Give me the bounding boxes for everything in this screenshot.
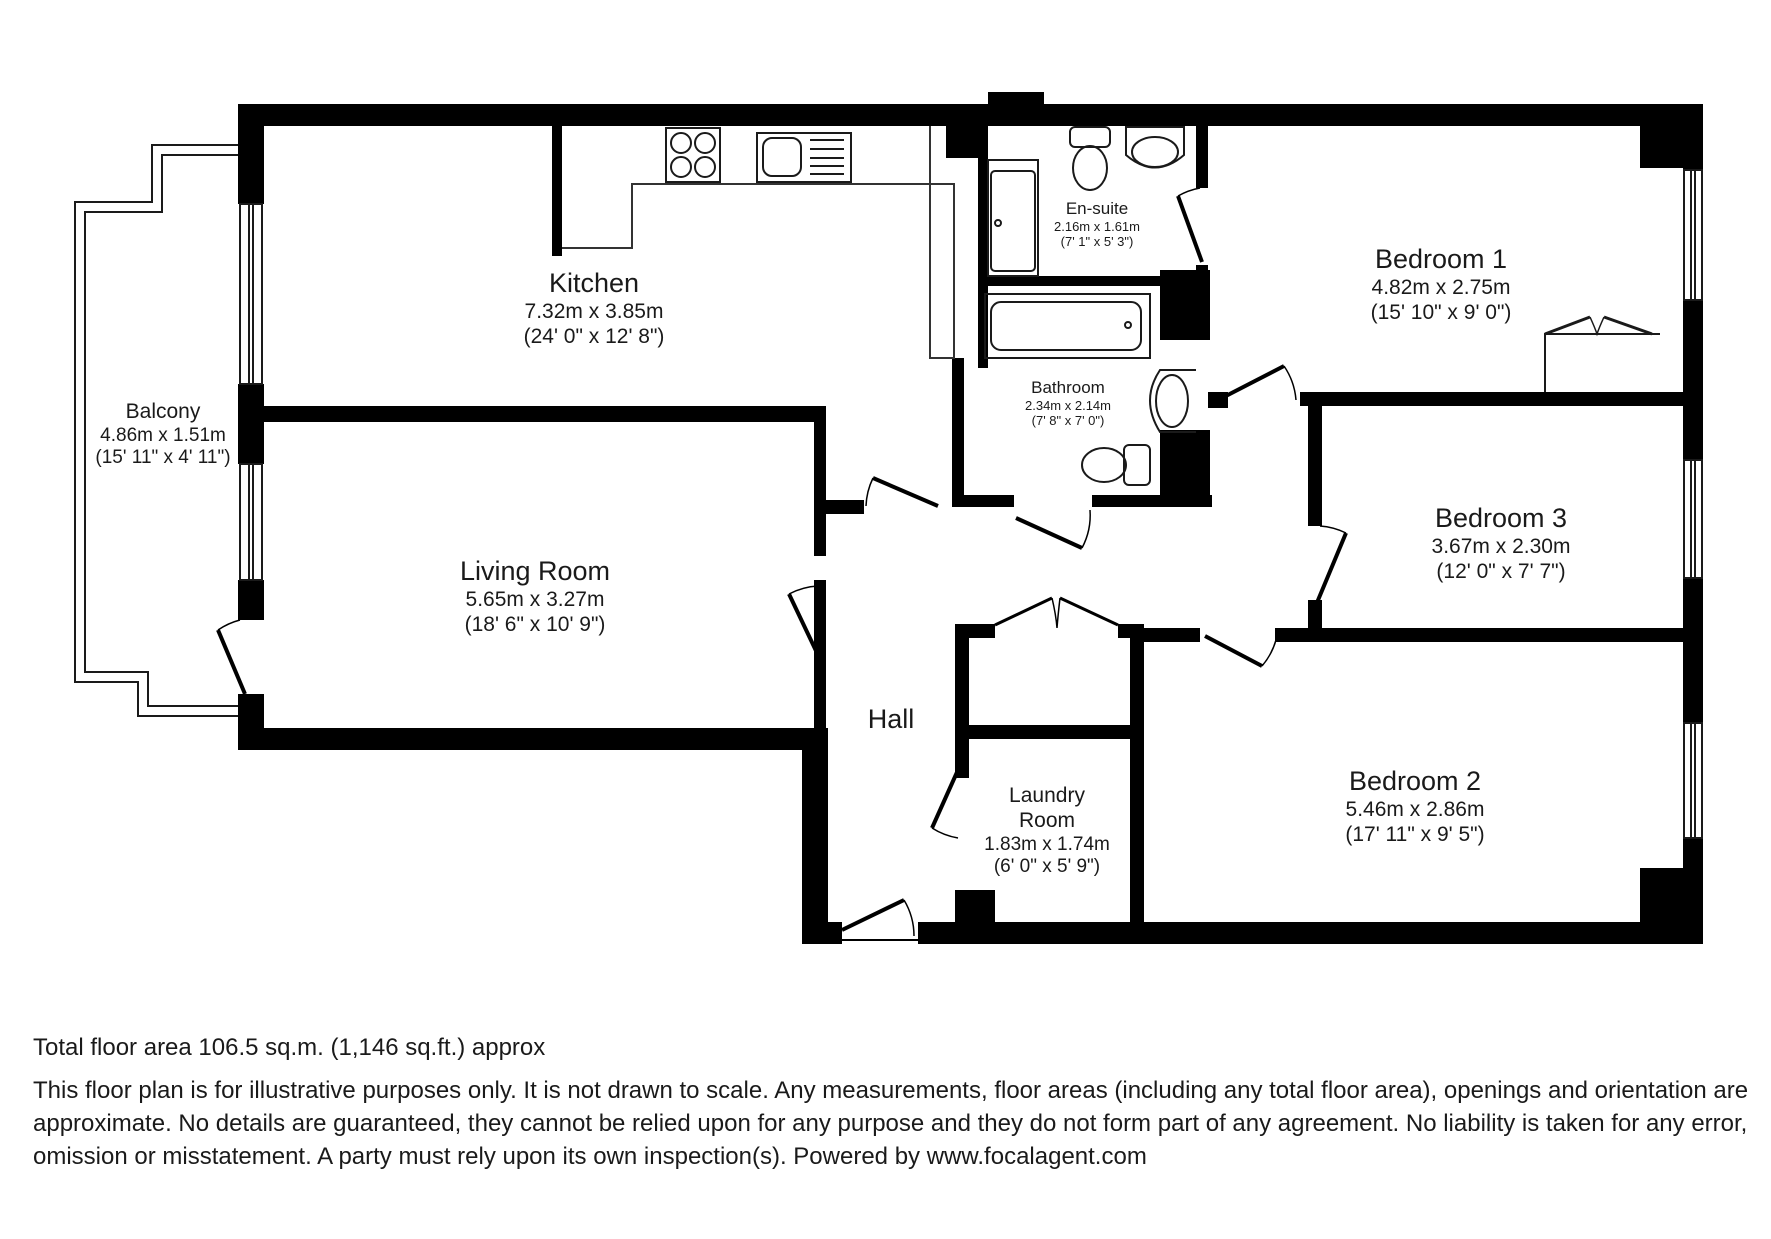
room-metric: 3.67m x 2.30m [1431,534,1571,558]
room-label-bathroom: Bathroom 2.34m x 2.14m (7' 8" x 7' 0") [1025,378,1111,429]
room-label-laundry-room: Laundry Room 1.83m x 1.74m (6' 0" x 5' 9… [984,784,1110,878]
room-label-bedroom-2: Bedroom 2 5.46m x 2.86m (17' 11" x 9' 5"… [1345,766,1484,847]
bathroom-basin-icon [1149,369,1196,433]
room-label-balcony: Balcony 4.86m x 1.51m (15' 11" x 4' 11") [95,400,230,470]
balcony-outline [74,144,238,717]
total-floor-area: Total floor area 106.5 sq.m. (1,146 sq.f… [33,1034,546,1061]
bath-icon [984,293,1151,359]
room-metric: 5.65m x 3.27m [465,587,605,611]
doors [216,187,1348,941]
room-label-bedroom-1: Bedroom 1 4.82m x 2.75m (15' 10" x 9' 0"… [1371,244,1512,325]
room-imperial: (18' 6" x 10' 9") [464,612,606,636]
room-metric: 1.83m x 1.74m [984,833,1110,855]
basin-icon [1125,126,1185,169]
room-name: Living Room [459,556,611,586]
room-name: Bedroom 3 [1434,503,1568,533]
room-imperial: (6' 0" x 5' 9") [993,855,1101,877]
room-imperial: (12' 0" x 7' 7") [1436,559,1566,583]
room-name: Hall [867,704,915,734]
room-metric: 7.32m x 3.85m [524,299,664,323]
room-imperial: (15' 10" x 9' 0") [1370,300,1512,324]
toilet-icon [1069,126,1111,191]
room-metric: 4.82m x 2.75m [1371,275,1511,299]
room-metric: 2.34m x 2.14m [1025,398,1111,414]
shower-icon [987,159,1039,277]
room-label-kitchen: Kitchen 7.32m x 3.85m (24' 0" x 12' 8") [524,268,665,349]
room-imperial: (7' 1" x 5' 3") [1060,234,1134,250]
room-name-line2: Room [1018,808,1076,832]
room-metric: 2.16m x 1.61m [1054,219,1140,235]
room-name: Bedroom 2 [1348,766,1482,796]
disclaimer-text: This floor plan is for illustrative purp… [33,1077,1749,1170]
walls [238,92,1703,944]
room-imperial: (7' 8" x 7' 0") [1031,413,1105,429]
windows [239,169,1703,839]
sink-icon [756,132,852,183]
room-label-en-suite: En-suite 2.16m x 1.61m (7' 1" x 5' 3") [1054,199,1140,250]
room-label-living-room: Living Room 5.65m x 3.27m (18' 6" x 10' … [460,556,610,637]
room-imperial: (24' 0" x 12' 8") [523,324,665,348]
wardrobe-icon [1544,315,1660,392]
room-imperial: (17' 11" x 9' 5") [1345,822,1485,846]
kitchen-counter [562,126,955,359]
room-metric: 4.86m x 1.51m [100,424,226,446]
floor-plan [74,92,1703,944]
room-label-bedroom-3: Bedroom 3 3.67m x 2.30m (12' 0" x 7' 7") [1432,503,1571,584]
room-imperial: (15' 11" x 4' 11") [95,447,231,469]
room-label-hall: Hall [868,704,915,736]
bathroom-toilet-icon [1081,444,1151,486]
room-name: Kitchen [548,268,640,298]
room-name: Bathroom [1031,378,1105,397]
room-name-line1: Laundry [1009,784,1085,807]
room-name: En-suite [1065,199,1129,218]
hob-icon [665,127,721,183]
room-name: Bedroom 1 [1374,244,1508,274]
footer: Total floor area 106.5 sq.m. (1,146 sq.f… [33,1034,1753,1173]
room-metric: 5.46m x 2.86m [1345,797,1485,821]
room-name: Balcony [125,400,201,423]
